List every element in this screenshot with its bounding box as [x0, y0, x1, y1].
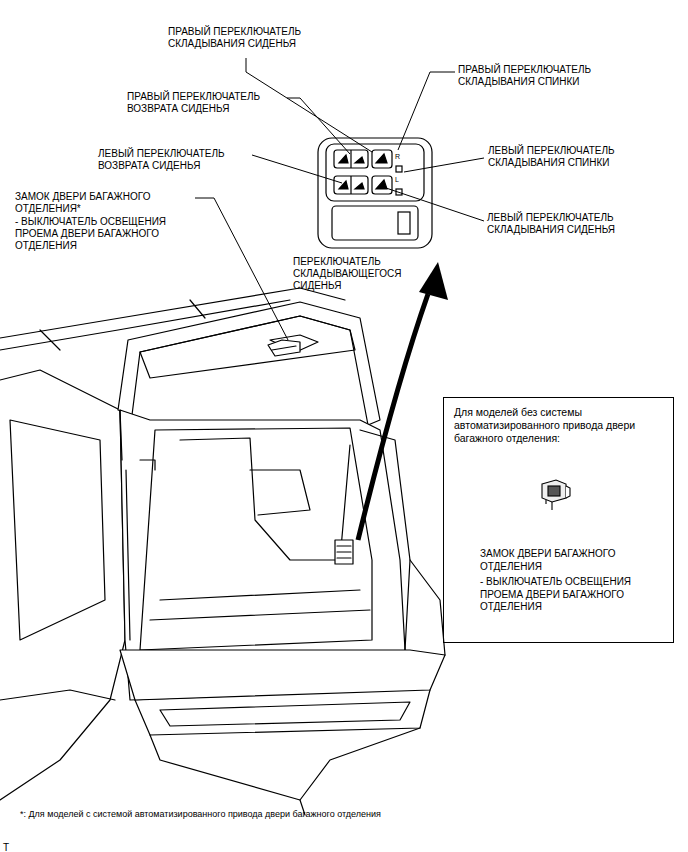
part-label: ЗАМОК ДВЕРИ БАГАЖНОГО ОТДЕЛЕНИЯ — [480, 548, 655, 573]
inset-heading: Для моделей без системы автоматизированн… — [454, 406, 664, 445]
inset-box: Для моделей без системы автоматизированн… — [443, 397, 674, 643]
part-label: - ВЫКЛЮЧАТЕЛЬ ОСВЕЩЕНИЯ ПРОЕМА ДВЕРИ БАГ… — [15, 216, 195, 253]
part-label: ПЕРЕКЛЮЧАТЕЛЬ СКЛАДЫВАЮЩЕГОСЯ СИДЕНЬЯ — [293, 256, 423, 293]
marking: R — [395, 153, 405, 162]
part-label: ЗАМОК ДВЕРИ БАГАЖНОГО ОТДЕЛЕНИЯ* — [15, 191, 190, 215]
marking: T — [3, 842, 23, 852]
part-label: ЛЕВЫЙ ПЕРЕКЛЮЧАТЕЛЬ ВОЗВРАТА СИДЕНЬЯ — [98, 148, 258, 172]
part-label: ЛЕВЫЙ ПЕРЕКЛЮЧАТЕЛЬ СКЛАДЫВАНИЯ СИДЕНЬЯ — [487, 212, 662, 236]
part-label: ПРАВЫЙ ПЕРЕКЛЮЧАТЕЛЬ СКЛАДЫВАНИЯ СИДЕНЬЯ — [168, 26, 338, 50]
footnote: *: Для моделей с системой автоматизирова… — [20, 809, 660, 820]
part-label: - ВЫКЛЮЧАТЕЛЬ ОСВЕЩЕНИЯ ПРОЕМА ДВЕРИ БАГ… — [480, 576, 665, 614]
part-label: ПРАВЫЙ ПЕРЕКЛЮЧАТЕЛЬ ВОЗВРАТА СИДЕНЬЯ — [127, 91, 297, 115]
part-label: ПРАВЫЙ ПЕРЕКЛЮЧАТЕЛЬ СКЛАДЫВАНИЯ СПИНКИ — [458, 64, 633, 88]
part-label: ЛЕВЫЙ ПЕРЕКЛЮЧАТЕЛЬ СКЛАДЫВАНИЯ СПИНКИ — [488, 145, 663, 169]
marking: L — [395, 176, 405, 185]
